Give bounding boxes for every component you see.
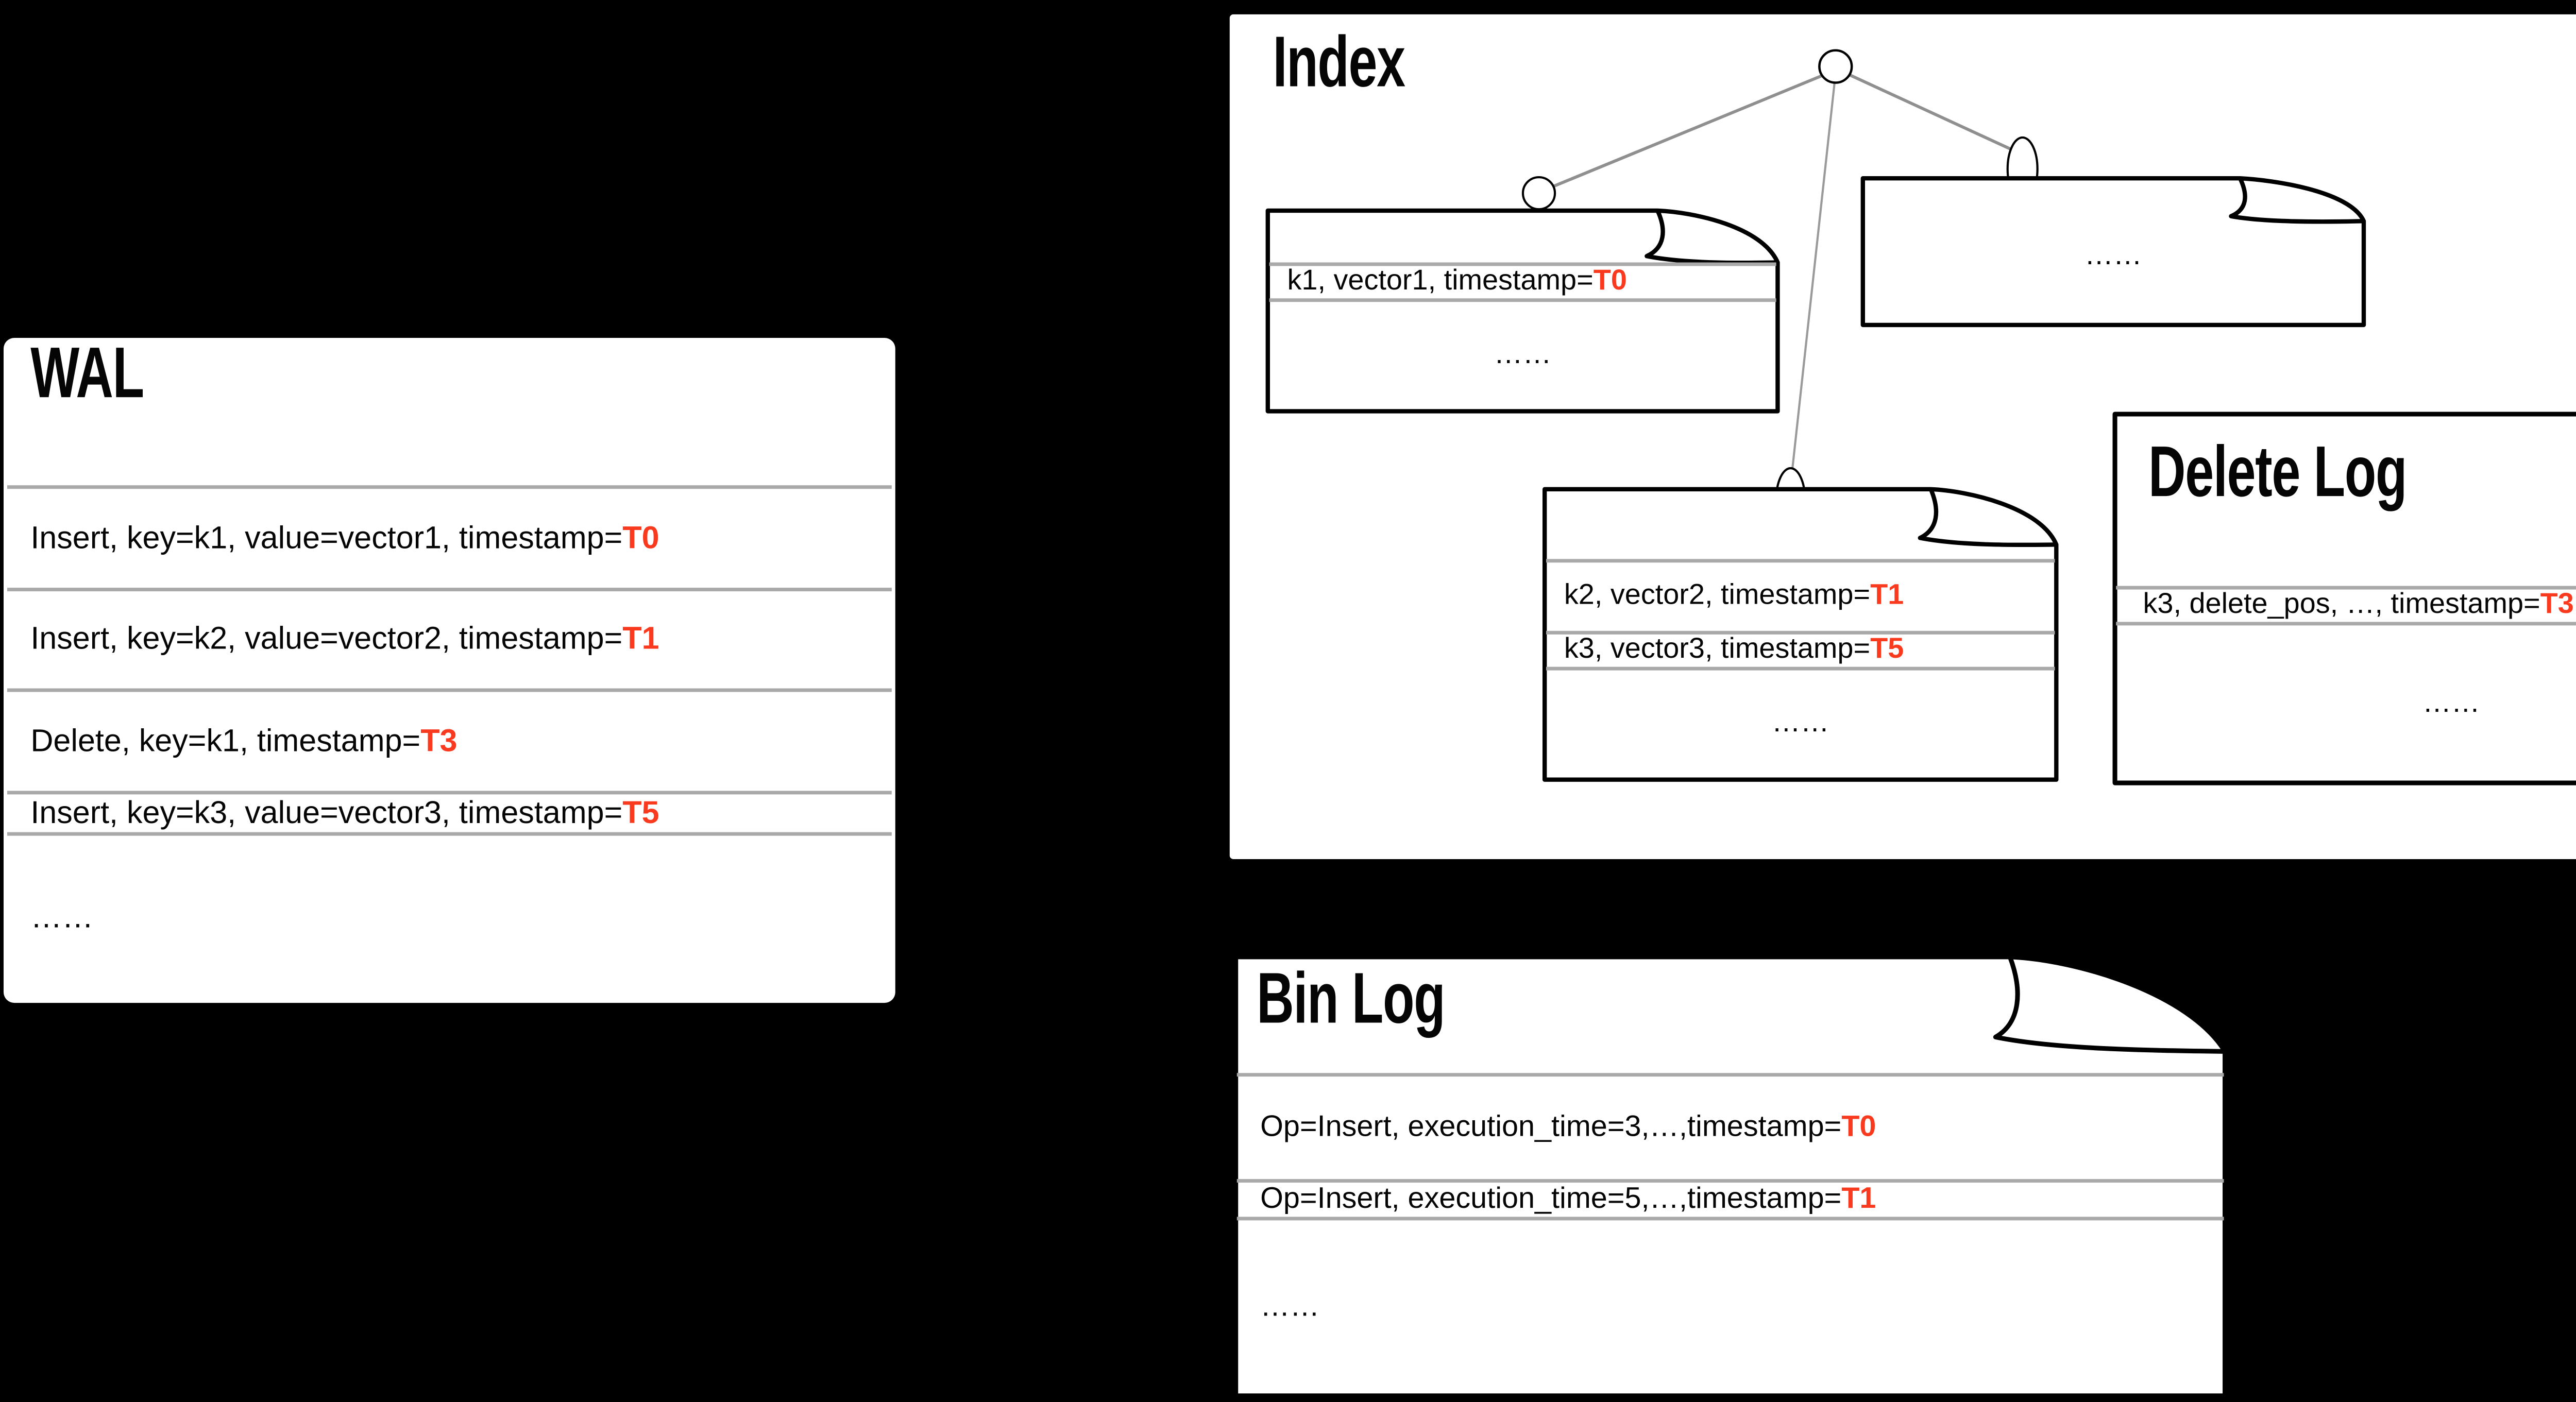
tree-edge-right <box>1838 69 2023 156</box>
bin-log-row: …… <box>1236 1217 2224 1394</box>
wal-log-row: Delete, key=k1, timestamp=T3 <box>7 688 892 790</box>
bin-log-row: Op=Insert, execution_time=3,…,timestamp=… <box>1236 1073 2224 1179</box>
row-text: …… <box>1771 708 1829 739</box>
wal-log-row: …… <box>7 831 892 999</box>
bin-log-row: Op=Insert, execution_time=5,…,timestamp=… <box>1236 1179 2224 1217</box>
index-segment-doc-middle: k2, vector2, timestamp=T1 k3, vector3, t… <box>1542 487 2059 782</box>
index-title: Index <box>1273 23 1405 102</box>
row-text: Op=Insert, execution_time=3,…,timestamp= <box>1260 1110 1842 1143</box>
timestamp-value: T0 <box>1593 266 1627 297</box>
timestamp-value: T1 <box>622 620 659 657</box>
wal-log-row: Insert, key=k3, value=vector3, timestamp… <box>7 790 892 831</box>
dog-ear-fold-icon <box>1918 488 2057 548</box>
delete-log-row: …… <box>2116 622 2576 782</box>
timestamp-value: T3 <box>2540 589 2574 620</box>
timestamp-value: T0 <box>622 519 659 555</box>
log-row-text: Insert, key=k3, value=vector3, timestamp… <box>30 793 623 830</box>
row-text: …… <box>2422 687 2480 719</box>
tree-edge-middle <box>1789 73 1837 486</box>
document-shape <box>1233 954 2228 1398</box>
wal-rows: Insert, key=k1, value=vector1, timestamp… <box>7 485 892 999</box>
tree-edge-left <box>1538 69 1836 194</box>
row-text: …… <box>2084 241 2142 271</box>
segment-row: k3, vector3, timestamp=T5 <box>1546 630 2055 667</box>
wal-log-row: Insert, key=k2, value=vector2, timestamp… <box>7 587 892 688</box>
index-segment-doc-left: k1, vector1, timestamp=T0 …… <box>1265 208 1780 414</box>
dog-ear-fold-icon <box>1993 956 2225 1054</box>
timestamp-value: T0 <box>1841 1110 1876 1143</box>
delete-log-rows: k3, delete_pos, …, timestamp=T3 …… <box>2116 586 2576 782</box>
index-segment-doc-right: …… <box>1860 176 2366 328</box>
bin-log-title: Bin Log <box>1257 960 1445 1039</box>
doc-outline <box>2112 412 2576 785</box>
delete-log-row: k3, delete_pos, …, timestamp=T3 <box>2116 586 2576 622</box>
timestamp-value: T1 <box>1841 1183 1876 1215</box>
row-text: k2, vector2, timestamp= <box>1564 580 1871 611</box>
segment-rows: …… <box>1865 180 2363 323</box>
row-text: k3, vector3, timestamp= <box>1564 634 1871 665</box>
segment-row: …… <box>1865 180 2363 323</box>
bin-log-rows: Op=Insert, execution_time=3,…,timestamp=… <box>1236 1073 2224 1395</box>
log-row-text: Insert, key=k1, value=vector1, timestamp… <box>30 519 623 555</box>
document-shape <box>2112 412 2576 785</box>
timestamp-value: T5 <box>1870 634 1904 665</box>
delete-log-title: Delete Log <box>2148 433 2407 512</box>
row-text: Op=Insert, execution_time=5,…,timestamp= <box>1260 1183 1842 1215</box>
segment-row: k1, vector1, timestamp=T0 <box>1269 262 1776 298</box>
log-row-text: …… <box>30 898 94 934</box>
segment-row: k2, vector2, timestamp=T1 <box>1546 559 2055 631</box>
delete-log-doc: Delete Log k3, delete_pos, …, timestamp=… <box>2112 412 2576 785</box>
timestamp-value: T5 <box>622 793 659 830</box>
row-text: k3, delete_pos, …, timestamp= <box>2143 589 2540 620</box>
timestamp-value: T1 <box>1870 580 1904 611</box>
row-text: …… <box>1494 339 1552 370</box>
tree-root-node-icon <box>1818 49 1853 84</box>
segment-row: …… <box>1546 666 2055 778</box>
row-text: …… <box>1260 1290 1320 1323</box>
segment-row: …… <box>1269 298 1776 409</box>
row-text: k1, vector1, timestamp= <box>1287 266 1594 297</box>
bin-log-doc: Bin Log Op=Insert, execution_time=3,…,ti… <box>1233 954 2228 1398</box>
segment-rows: k1, vector1, timestamp=T0 …… <box>1269 262 1776 409</box>
dog-ear-fold-icon <box>2229 177 2364 224</box>
wal-log-row: Insert, key=k1, value=vector1, timestamp… <box>7 485 892 587</box>
log-row-text: Insert, key=k2, value=vector2, timestamp… <box>30 620 623 657</box>
wal-box: WAL Insert, key=k1, value=vector1, times… <box>3 334 895 1003</box>
wal-title: WAL <box>30 334 144 414</box>
timestamp-value: T3 <box>420 722 457 758</box>
segment-rows: k2, vector2, timestamp=T1 k3, vector3, t… <box>1546 559 2055 778</box>
doc-outline <box>1233 954 2228 1398</box>
tree-left-node-icon <box>1521 176 1556 211</box>
log-row-text: Delete, key=k1, timestamp= <box>30 722 421 758</box>
document-shape <box>1860 176 2366 328</box>
